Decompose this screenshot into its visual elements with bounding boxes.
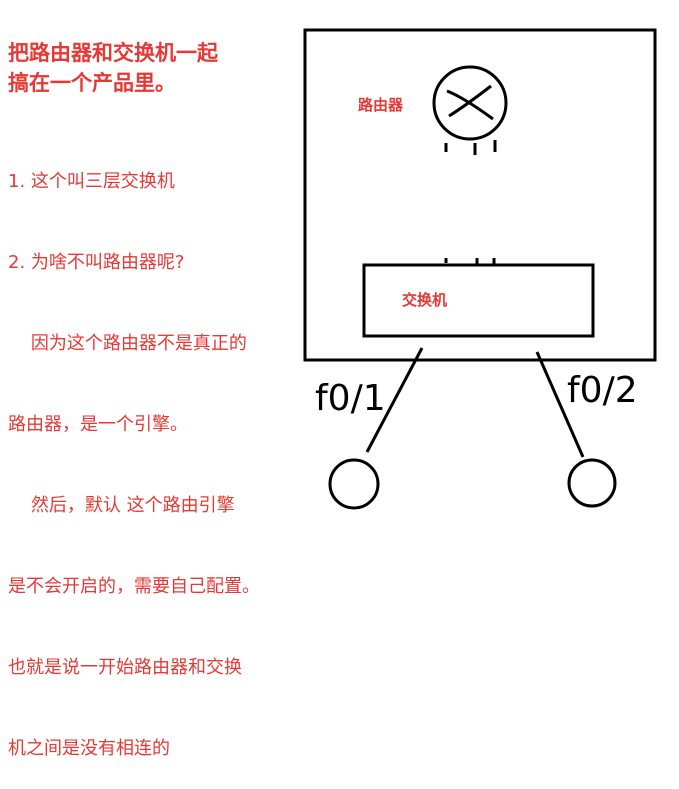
note-line-1: 1. 这个叫三层交换机	[8, 171, 175, 192]
router-label: 路由器	[358, 96, 404, 114]
router-icon	[432, 65, 508, 155]
network-diagram: 路由器 交换机 f0/1 f0/2	[303, 28, 657, 510]
note-line-2: 2. 为啥不叫路由器呢?	[8, 252, 185, 273]
note-line-8: 机之间是没有相连的	[8, 738, 170, 759]
host-right-node	[567, 458, 617, 508]
heading-line-2: 搞在一个产品里。	[8, 71, 176, 95]
switch-label: 交换机	[402, 291, 447, 309]
note-line-5: 然后，默认 这个路由引擎	[8, 495, 235, 516]
note-line-4: 路由器，是一个引擎。	[8, 414, 188, 435]
note-line-7: 也就是说一开始路由器和交换	[8, 657, 242, 678]
note-line-3: 因为这个路由器不是真正的	[8, 333, 247, 354]
switch-box	[362, 263, 595, 338]
link-left	[365, 347, 424, 453]
heading: 把路由器和交换机一起 搞在一个产品里。	[8, 38, 218, 98]
port-label-right: f0/2	[567, 370, 638, 411]
device-box	[303, 28, 657, 362]
heading-line-1: 把路由器和交换机一起	[8, 41, 218, 65]
port-label-left: f0/1	[315, 378, 386, 419]
link-right	[535, 351, 585, 458]
host-left-node	[328, 458, 380, 510]
